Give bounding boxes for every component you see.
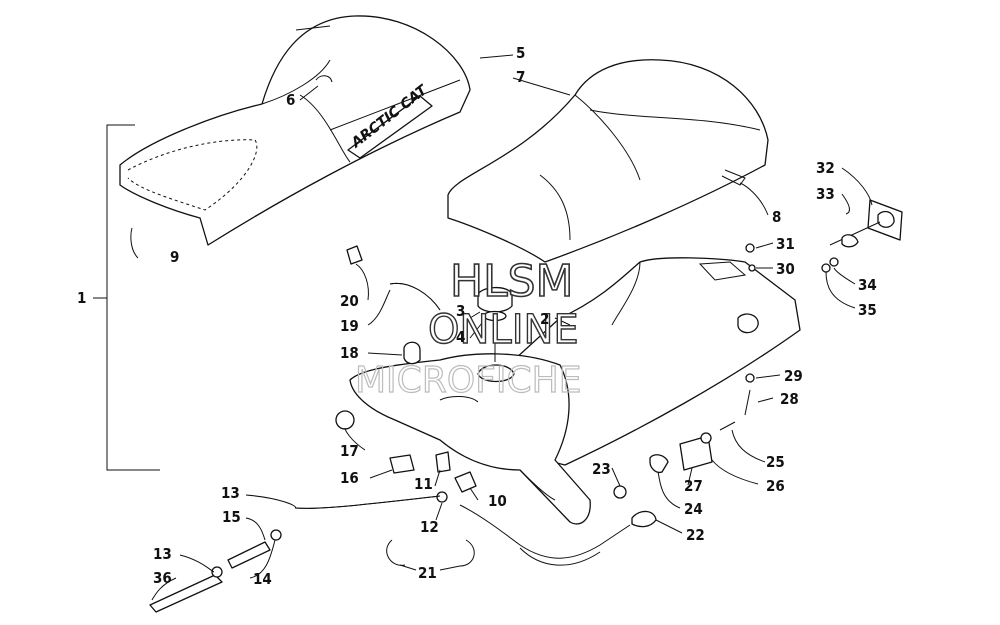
callout-3: 3 bbox=[456, 302, 465, 320]
cable-end bbox=[149, 574, 223, 613]
callout-18: 18 bbox=[340, 344, 359, 362]
callout-29: 29 bbox=[784, 367, 803, 385]
callout-8: 8 bbox=[772, 208, 781, 226]
callouts: 1 2 3 4 5 6 7 8 9 10 11 12 13 13 14 15 1… bbox=[77, 44, 877, 588]
switch bbox=[649, 454, 669, 474]
watermark: HLSM ONLINE MICROFICHE bbox=[354, 255, 582, 401]
bracket bbox=[435, 451, 451, 473]
cable-sleeve bbox=[227, 541, 271, 569]
callout-28: 28 bbox=[780, 390, 799, 408]
grommet bbox=[403, 341, 421, 365]
watermark-line1: HLSM bbox=[450, 256, 574, 307]
callout-13-bottom: 13 bbox=[153, 545, 172, 563]
callout-30: 30 bbox=[776, 260, 795, 278]
callout-25: 25 bbox=[766, 453, 785, 471]
callout-16: 16 bbox=[340, 469, 359, 487]
callout-6: 6 bbox=[286, 91, 295, 109]
callout-24: 24 bbox=[684, 500, 703, 518]
callout-22: 22 bbox=[686, 526, 705, 544]
callout-1: 1 bbox=[77, 289, 86, 307]
callout-33: 33 bbox=[816, 185, 835, 203]
callout-27: 27 bbox=[684, 477, 703, 495]
seat-assembly: ARCTIC CAT bbox=[119, 15, 471, 246]
callout-10: 10 bbox=[488, 492, 507, 510]
seat-cover bbox=[447, 59, 769, 263]
fitting-nut bbox=[436, 491, 448, 503]
callout-15: 15 bbox=[222, 508, 241, 526]
callout-20: 20 bbox=[340, 292, 359, 310]
gasket bbox=[335, 410, 355, 430]
callout-4: 4 bbox=[456, 328, 465, 346]
callout-31: 31 bbox=[776, 235, 795, 253]
callout-7: 7 bbox=[516, 68, 525, 86]
label-plate bbox=[389, 454, 415, 474]
gas-cap bbox=[477, 286, 513, 362]
callout-14: 14 bbox=[253, 570, 272, 588]
leader-lines bbox=[130, 54, 873, 601]
switch-plate bbox=[679, 435, 713, 471]
clip bbox=[346, 245, 363, 265]
fuel-fitting bbox=[454, 471, 477, 493]
callout-34: 34 bbox=[858, 276, 877, 294]
callout-19: 19 bbox=[340, 317, 359, 335]
callout-9: 9 bbox=[170, 248, 179, 266]
watermark-line3: MICROFICHE bbox=[355, 360, 581, 401]
callout-11: 11 bbox=[414, 475, 433, 493]
callout-13-top: 13 bbox=[221, 484, 240, 502]
callout-26: 26 bbox=[766, 477, 785, 495]
seat-base-tank bbox=[349, 257, 801, 525]
callout-21: 21 bbox=[418, 564, 437, 582]
callout-2: 2 bbox=[540, 310, 549, 328]
watermark-line2: ONLINE bbox=[428, 307, 579, 353]
cable-housing bbox=[631, 510, 657, 528]
callout-36: 36 bbox=[153, 569, 172, 587]
callout-35: 35 bbox=[858, 301, 877, 319]
callout-23: 23 bbox=[592, 460, 611, 478]
callout-5: 5 bbox=[516, 44, 525, 62]
callout-17: 17 bbox=[340, 442, 359, 460]
callout-32: 32 bbox=[816, 159, 835, 177]
callout-12: 12 bbox=[420, 518, 439, 536]
